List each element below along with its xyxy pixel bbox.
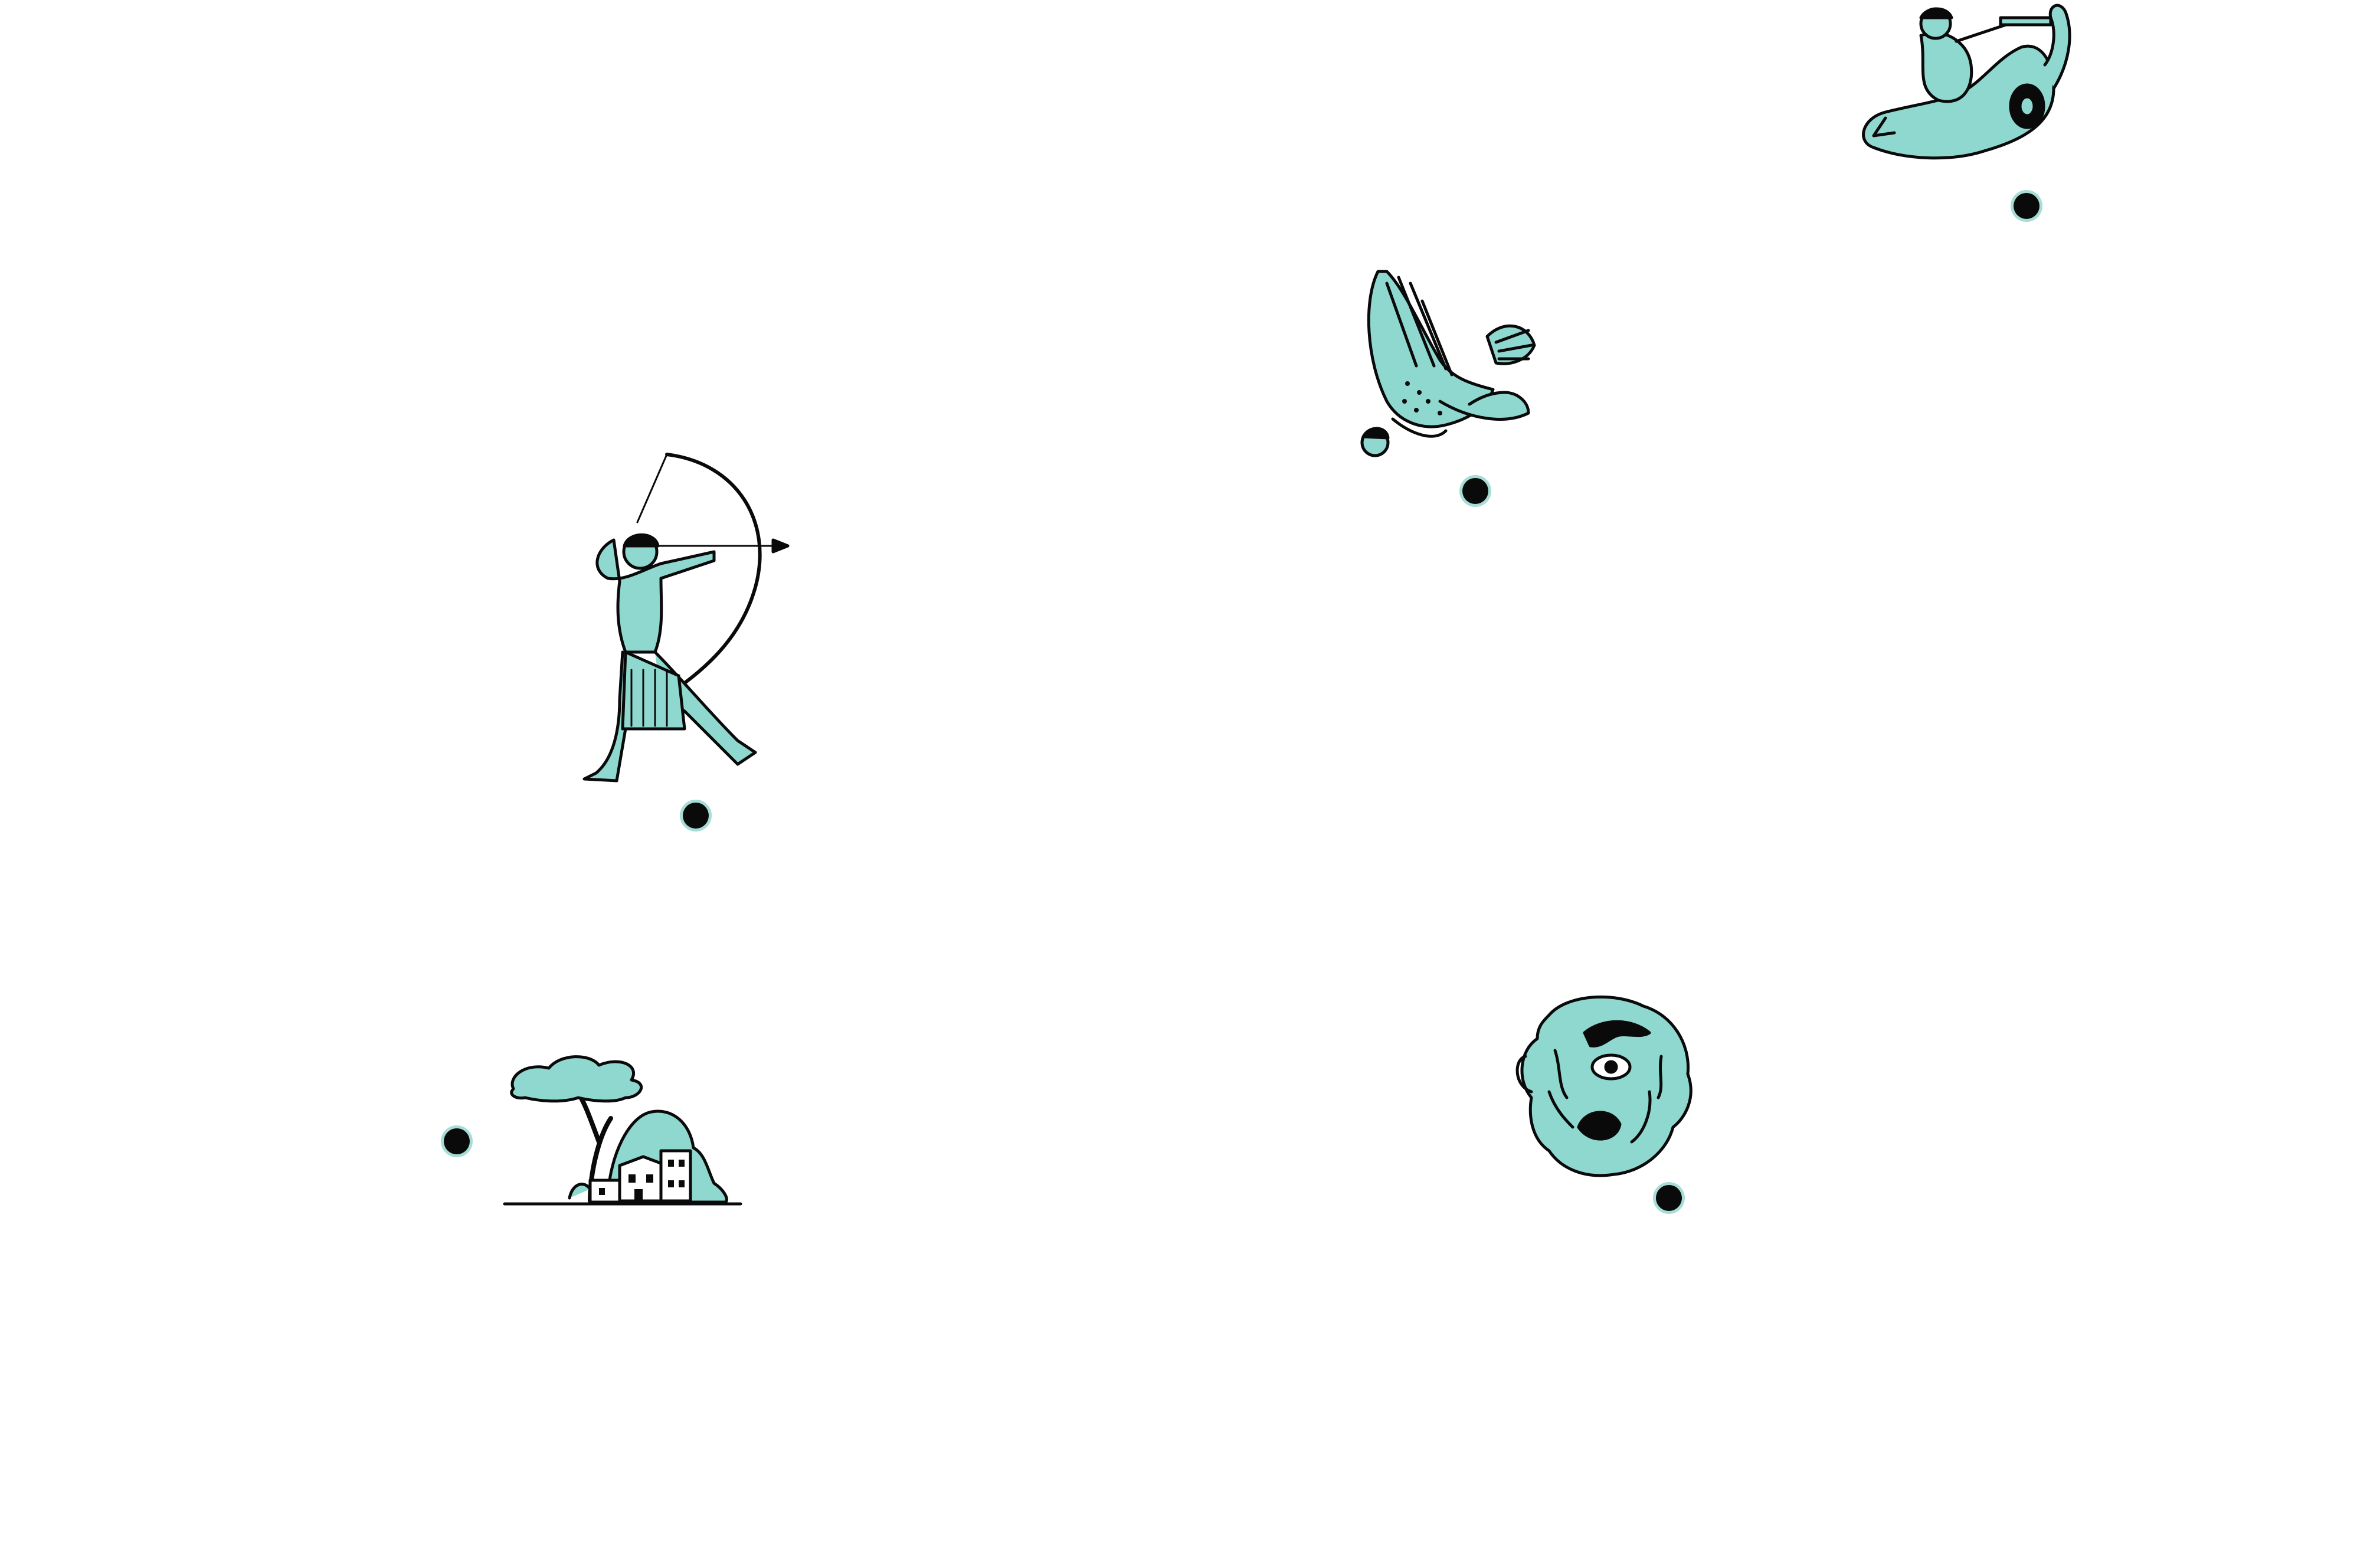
harpy-location-marker[interactable] <box>1462 478 1488 504</box>
harpy-icon[interactable] <box>1351 266 1540 460</box>
cyclops-head-icon[interactable] <box>1514 991 1697 1180</box>
village-with-tree-icon[interactable] <box>502 1047 744 1210</box>
cyclops-location-marker[interactable] <box>1656 1185 1682 1211</box>
archer-location-marker[interactable] <box>683 803 709 829</box>
village-location-marker[interactable] <box>444 1128 470 1154</box>
siren-location-marker[interactable] <box>2014 193 2040 219</box>
archer-icon[interactable] <box>561 451 790 788</box>
siren-with-sword-icon[interactable] <box>1850 0 2092 168</box>
